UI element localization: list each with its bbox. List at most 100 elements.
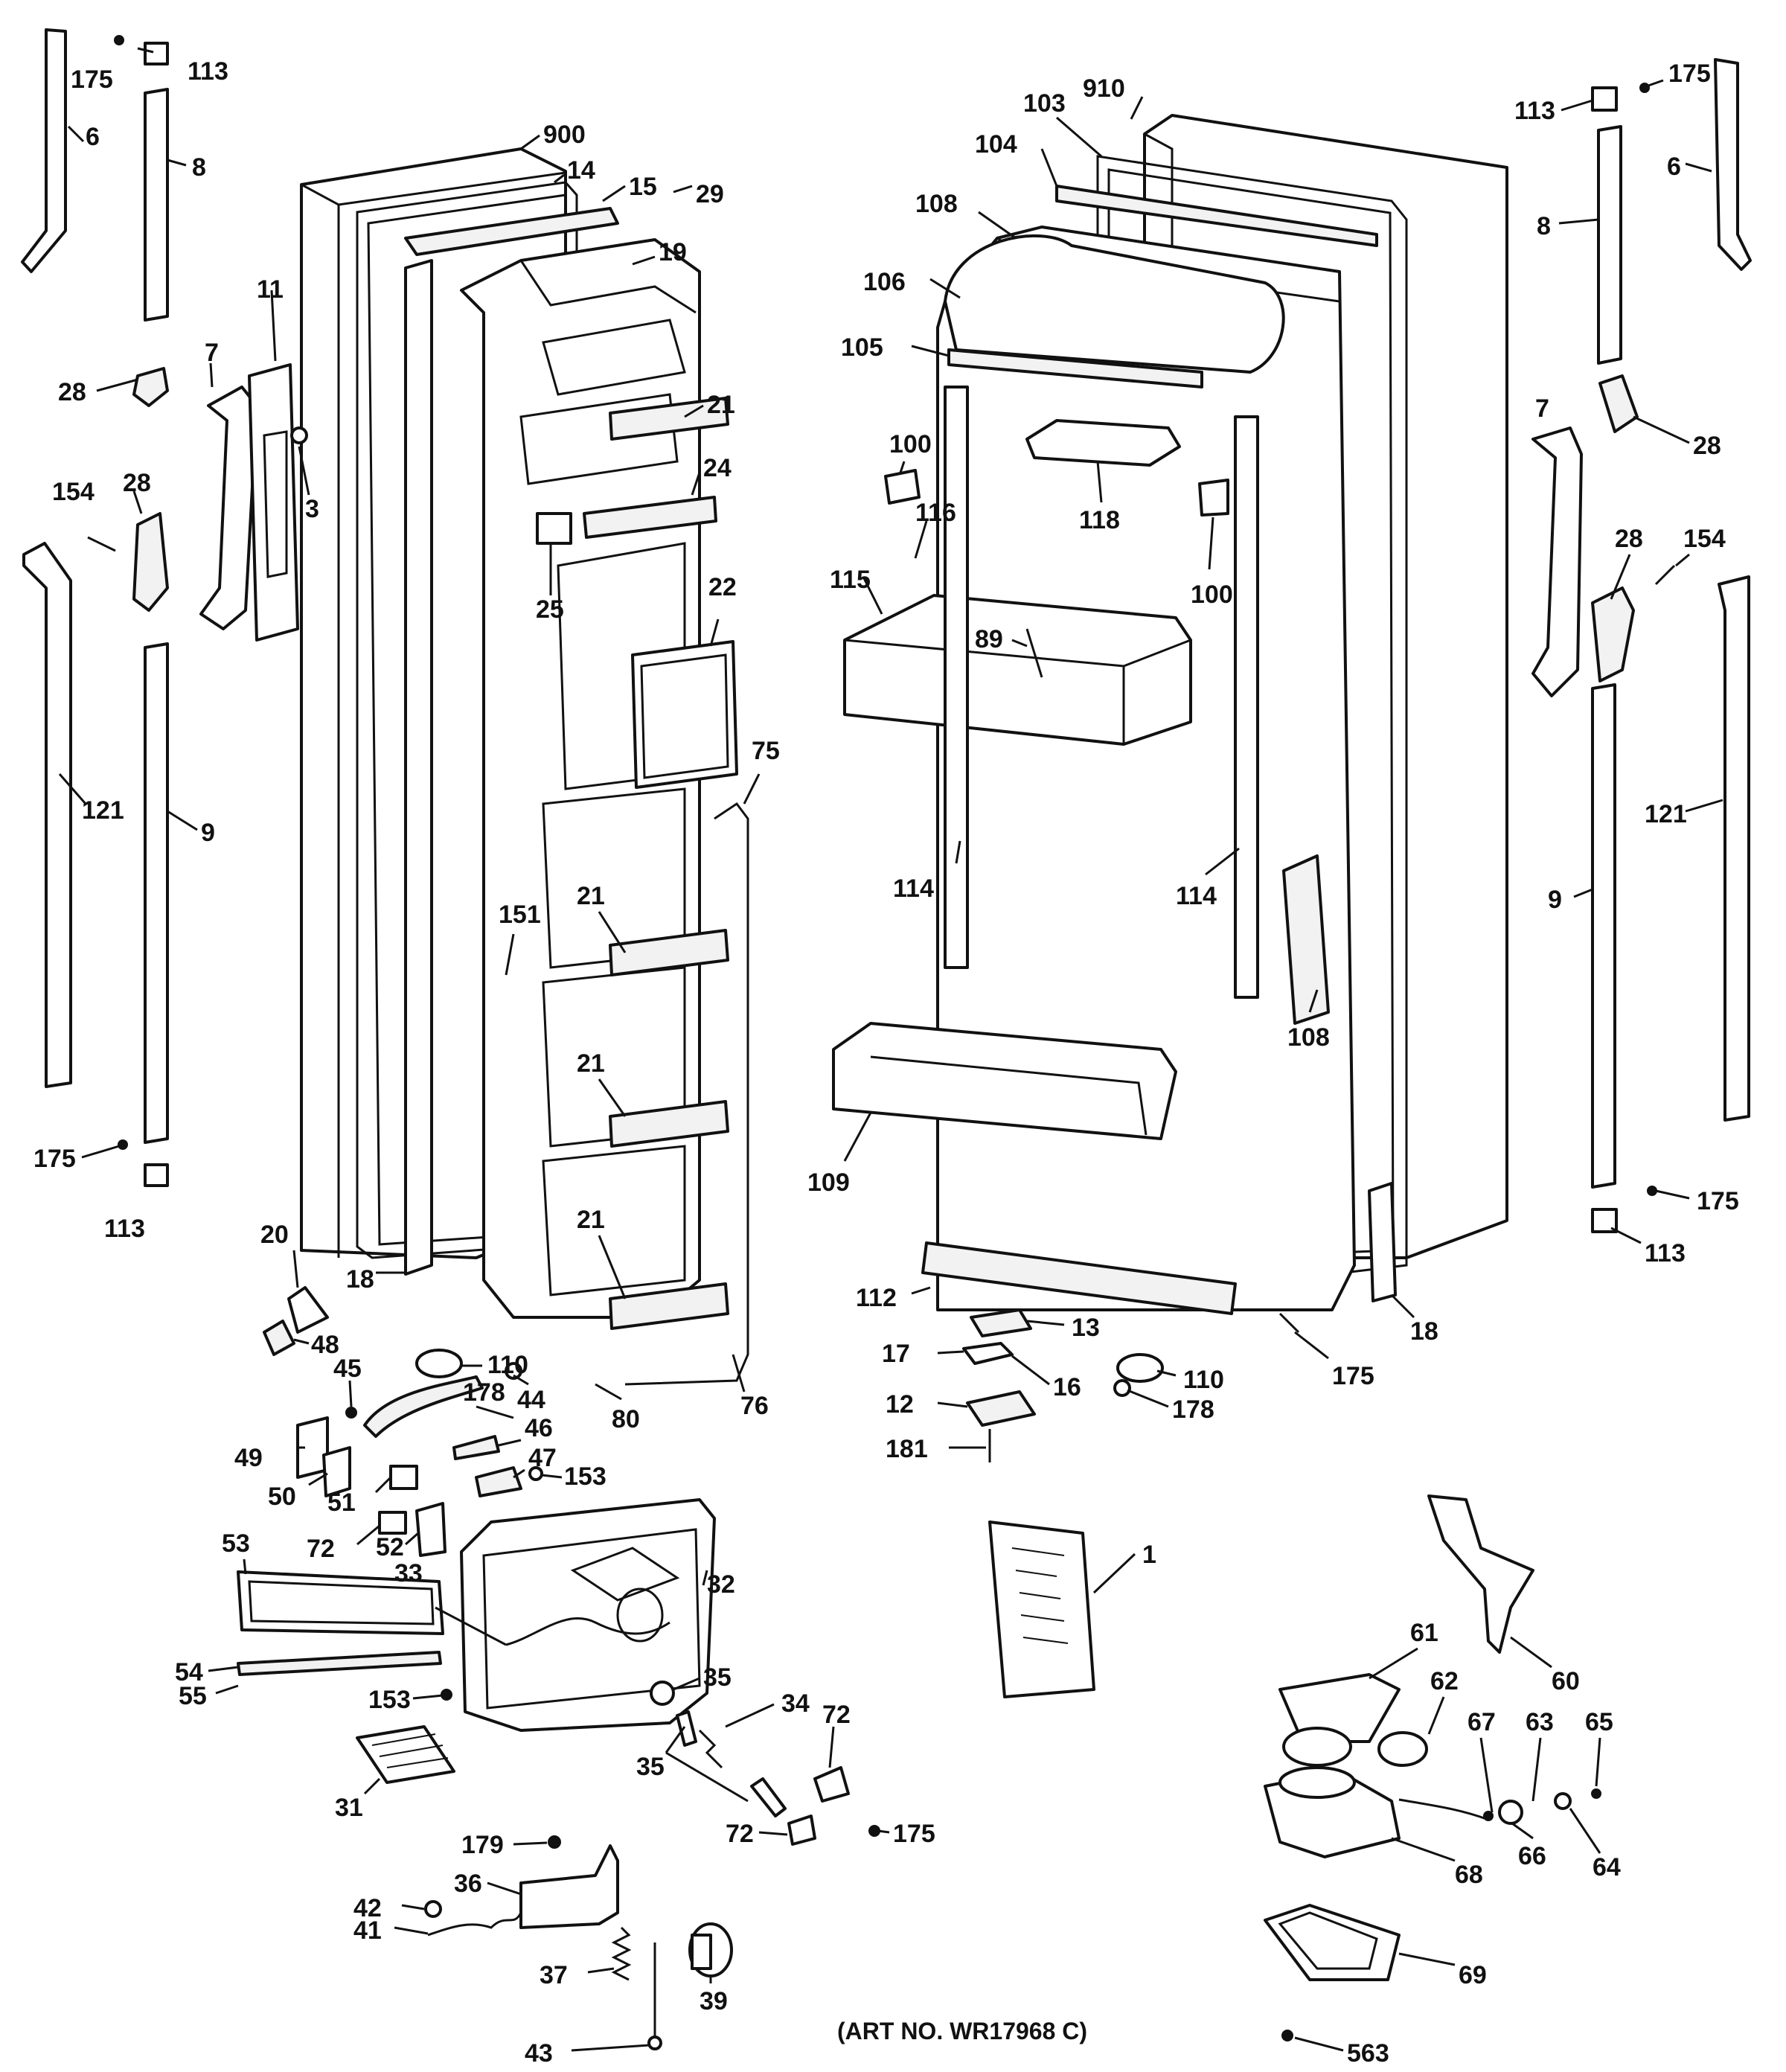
label-17: 17 <box>882 1340 910 1368</box>
label-178-left: 178 <box>463 1378 505 1407</box>
label-121-left: 121 <box>82 796 124 825</box>
label-153-upper: 153 <box>564 1462 606 1491</box>
label-113-top-left: 113 <box>188 57 228 86</box>
label-106: 106 <box>863 268 906 296</box>
label-28-right-lower: 28 <box>1615 525 1643 553</box>
label-28-left-upper: 28 <box>58 378 86 406</box>
label-21-bottom: 21 <box>577 1206 605 1234</box>
label-54: 54 <box>175 1658 203 1686</box>
right-trim-parts <box>1531 58 1752 1233</box>
label-53: 53 <box>222 1529 250 1558</box>
label-154-right: 154 <box>1683 525 1726 553</box>
label-6-right: 6 <box>1667 153 1681 181</box>
label-64: 64 <box>1593 1853 1621 1881</box>
label-112: 112 <box>856 1284 897 1312</box>
label-6-left: 6 <box>86 123 100 151</box>
label-108-top: 108 <box>915 190 958 218</box>
label-154-left: 154 <box>52 478 95 506</box>
label-1: 1 <box>1142 1541 1156 1569</box>
label-103: 103 <box>1023 89 1066 118</box>
label-113-right-lower: 113 <box>1645 1239 1686 1267</box>
label-22: 22 <box>708 573 737 601</box>
label-66: 66 <box>1518 1842 1546 1870</box>
label-900: 900 <box>543 121 586 149</box>
label-28-left-lower: 28 <box>123 469 151 497</box>
label-21-top: 21 <box>707 391 735 419</box>
label-21-mid: 21 <box>577 882 605 910</box>
label-116: 116 <box>915 499 956 527</box>
owner-manual <box>988 1521 1095 1698</box>
label-46: 46 <box>525 1414 553 1442</box>
label-32: 32 <box>707 1570 735 1599</box>
label-31: 31 <box>335 1794 363 1822</box>
label-72-lower: 72 <box>726 1820 754 1848</box>
label-11: 11 <box>257 275 284 304</box>
label-175-center: 175 <box>893 1820 935 1848</box>
label-21-lower: 21 <box>577 1049 605 1078</box>
label-29: 29 <box>696 180 724 208</box>
label-9-right: 9 <box>1548 886 1562 914</box>
label-910: 910 <box>1083 74 1125 103</box>
label-48: 48 <box>311 1331 339 1359</box>
label-563: 563 <box>1347 2039 1389 2068</box>
left-door-assembly <box>300 147 749 1386</box>
label-63: 63 <box>1526 1708 1554 1736</box>
label-55: 55 <box>179 1682 207 1710</box>
label-33: 33 <box>394 1559 423 1587</box>
label-153-lower: 153 <box>368 1686 411 1714</box>
label-175-top-right: 175 <box>1668 60 1711 88</box>
label-110-left: 110 <box>487 1351 528 1379</box>
label-67: 67 <box>1467 1708 1496 1736</box>
label-175-top-left: 175 <box>71 65 113 94</box>
label-100-right: 100 <box>1191 581 1233 609</box>
label-18-right: 18 <box>1410 1317 1438 1346</box>
label-16: 16 <box>1053 1373 1081 1401</box>
label-49: 49 <box>234 1444 263 1472</box>
label-89: 89 <box>975 625 1003 653</box>
label-76: 76 <box>740 1392 769 1420</box>
label-75: 75 <box>752 737 780 765</box>
label-14: 14 <box>567 156 595 185</box>
label-35-upper: 35 <box>703 1663 732 1692</box>
label-45: 45 <box>333 1355 362 1383</box>
label-175-right-center: 175 <box>1332 1362 1374 1390</box>
label-9-left: 9 <box>201 819 215 847</box>
label-25: 25 <box>536 595 564 624</box>
label-175-left-lower: 175 <box>33 1145 76 1173</box>
label-28-right-upper: 28 <box>1693 432 1721 460</box>
label-7-left: 7 <box>205 339 219 367</box>
label-36: 36 <box>454 1870 482 1898</box>
label-37: 37 <box>540 1961 568 1989</box>
label-113-left-lower: 113 <box>104 1215 145 1243</box>
label-7-right: 7 <box>1535 394 1549 423</box>
label-115: 115 <box>830 566 871 594</box>
label-118: 118 <box>1079 506 1120 534</box>
art-number: (ART NO. WR17968 C) <box>837 2018 1087 2044</box>
label-12: 12 <box>886 1390 914 1419</box>
label-39: 39 <box>700 1987 728 2015</box>
label-18-left: 18 <box>346 1265 374 1294</box>
label-72-mid: 72 <box>822 1701 851 1729</box>
label-52: 52 <box>376 1533 404 1561</box>
label-19: 19 <box>659 238 687 266</box>
label-69: 69 <box>1459 1961 1487 1989</box>
label-72-left: 72 <box>307 1535 335 1563</box>
label-8-right: 8 <box>1537 212 1551 240</box>
label-3: 3 <box>305 495 319 523</box>
label-179: 179 <box>461 1831 504 1859</box>
label-181: 181 <box>886 1435 928 1463</box>
label-108-side: 108 <box>1287 1023 1330 1052</box>
label-60: 60 <box>1552 1667 1580 1695</box>
label-8-left: 8 <box>192 153 206 182</box>
right-door-assembly <box>832 114 1508 1315</box>
label-178-right: 178 <box>1172 1395 1214 1424</box>
label-20: 20 <box>260 1221 289 1249</box>
label-109: 109 <box>807 1168 850 1197</box>
label-51: 51 <box>327 1489 356 1517</box>
label-151: 151 <box>499 901 541 929</box>
left-trim-parts <box>21 28 308 1187</box>
leader-lines <box>58 47 1723 2052</box>
label-65: 65 <box>1585 1708 1613 1736</box>
label-44: 44 <box>517 1386 545 1414</box>
